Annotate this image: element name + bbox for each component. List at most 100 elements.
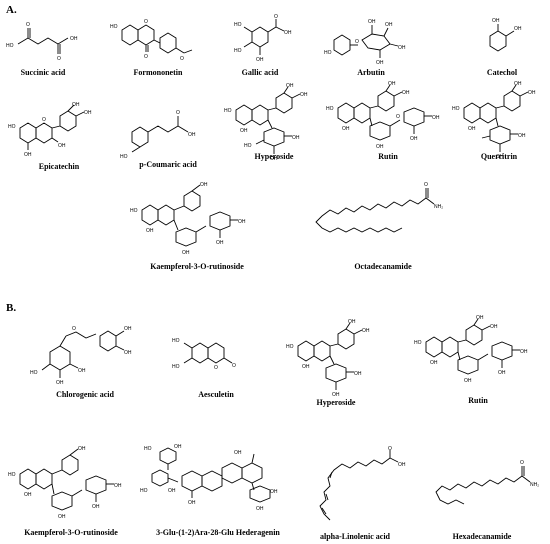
atom-label-o: O — [57, 56, 61, 62]
atom-label-oh: OH — [78, 446, 86, 452]
atom-label-oh: OH — [528, 90, 536, 96]
atom-label-o: O — [26, 22, 30, 28]
atom-label-oh: OH — [410, 136, 418, 142]
hyperoside-structure: HO OH OH OH OH OH — [286, 319, 370, 398]
atom-label-oh: OH — [520, 349, 528, 355]
atom-label-oh: OH — [188, 132, 196, 138]
atom-label-oh: OH — [354, 371, 362, 377]
compound-name: Octadecanamide — [354, 262, 412, 271]
atom-label-ho: HO — [234, 48, 242, 54]
atom-label-oh: OH — [468, 126, 476, 132]
atom-label-o: O — [388, 446, 392, 452]
compound-succinic-acid: HO OH O O Succinic acid — [4, 16, 82, 78]
atom-label-nh2: NH₂ — [434, 204, 443, 210]
succinic-acid-structure: HO OH O O — [6, 22, 78, 62]
compound-name: Rutin — [378, 152, 398, 161]
kaempferol-3-o-rutinoside-structure: HO OH OH OH OH OH — [130, 182, 246, 256]
compound-name: p-Coumaric acid — [139, 160, 197, 169]
atom-label-ho: HO — [286, 344, 294, 350]
atom-label-oh: OH — [174, 444, 182, 450]
compound-rutin: HO OH OH OH OH OH OH Rutin — [414, 315, 542, 410]
kaempferol-3-o-rutinoside-structure: HO OH OH OH OH OH — [8, 446, 122, 520]
atom-label-oh: OH — [182, 250, 190, 256]
atom-label-oh: OH — [398, 462, 406, 468]
atom-label-o: O — [396, 114, 400, 120]
compound-octadecanamide: O NH₂ Octadecanamide — [308, 176, 458, 276]
hyperoside-structure: HO OH OH OH OH OH HO — [224, 83, 308, 162]
atom-label-o: O — [214, 365, 218, 371]
atom-label-oh: OH — [200, 182, 208, 188]
compound-rutin: HO OH OH OH OH OH OH O Rutin — [326, 81, 450, 170]
atom-label-ho: HO — [8, 472, 16, 478]
compound-name: Formononetin — [133, 68, 183, 77]
atom-label-o: O — [144, 54, 148, 60]
atom-label-oh: OH — [342, 126, 350, 132]
atom-label-ho: HO — [234, 22, 242, 28]
compound-name: Succinic acid — [20, 68, 66, 77]
atom-label-ho: HO — [6, 43, 14, 49]
compound-hyperoside: HO OH OH OH OH OH HO Hyperoside — [224, 83, 324, 170]
atom-label-oh: OH — [492, 18, 500, 24]
compound-name: Aesculetin — [198, 390, 234, 399]
atom-label-ho: HO — [326, 106, 334, 112]
atom-label-oh: OH — [216, 240, 224, 246]
compound-name: Kaempferol-3-O-rutinoside — [150, 262, 244, 271]
atom-label-oh: OH — [114, 483, 122, 489]
quercitrin-structure: HO OH OH OH OH OH — [452, 81, 536, 160]
atom-label-o: O — [42, 117, 46, 123]
atom-label-oh: OH — [286, 83, 294, 89]
alpha-linolenic-acid-structure: OH O — [319, 446, 406, 521]
atom-label-oh: OH — [402, 90, 410, 96]
compound-name: Chlorogenic acid — [56, 390, 114, 399]
atom-label-oh: OH — [518, 133, 526, 139]
atom-label-oh: OH — [240, 128, 248, 134]
atom-label-o: O — [72, 326, 76, 332]
compound-name: alpha-Linolenic acid — [319, 532, 390, 541]
atom-label-oh: OH — [464, 378, 472, 384]
atom-label-oh: OH — [300, 92, 308, 98]
compound-name: Gallic acid — [241, 68, 279, 77]
p-coumaric-acid-structure: HO O OH — [120, 110, 196, 160]
compound-gallic-acid: HO HO OH O OH Gallic acid — [222, 14, 298, 78]
atom-label-oh: OH — [168, 488, 176, 494]
atom-label-oh: OH — [284, 30, 292, 36]
compound-formononetin: HO O O O Formononetin — [108, 12, 208, 78]
atom-label-oh: OH — [430, 360, 438, 366]
atom-label-ho: HO — [144, 446, 152, 452]
compound-name: Rutin — [468, 396, 488, 405]
atom-label-oh: OH — [24, 492, 32, 498]
compound-hederagenin-glycoside: OH HO HO OH OH OH OH OH 3-Glu-(1-2)Ara-2… — [138, 440, 298, 540]
atom-label-oh: OH — [292, 135, 300, 141]
atom-label-oh: OH — [432, 115, 440, 121]
atom-label-oh: OH — [302, 364, 310, 370]
compound-epicatechin: HO O OH OH OH OH Epicatechin — [4, 100, 114, 171]
compound-catechol: OH OH Catechol — [464, 14, 540, 78]
atom-label-oh: OH — [234, 450, 242, 456]
atom-label-ho: HO — [140, 488, 148, 494]
atom-label-oh: OH — [58, 514, 66, 520]
aesculetin-structure: HO HO O O — [172, 338, 236, 371]
atom-label-oh: OH — [256, 506, 264, 512]
hexadecanamide-structure: O NH₂ — [435, 460, 539, 505]
hederagenin-glycoside-structure: OH HO HO OH OH OH OH OH — [140, 444, 278, 512]
atom-label-oh: OH — [70, 36, 78, 42]
atom-label-ho: HO — [224, 108, 232, 114]
arbutin-structure: HO O OH OH OH OH — [324, 19, 406, 66]
atom-label-oh: OH — [78, 368, 86, 374]
atom-label-oh: OH — [348, 319, 356, 325]
atom-label-oh: OH — [188, 500, 196, 506]
compound-hyperoside: HO OH OH OH OH OH Hyperoside — [286, 319, 386, 410]
compound-quercitrin: HO OH OH OH OH OH Quercitrin — [452, 81, 546, 170]
atom-label-oh: OH — [84, 110, 92, 116]
rutin-structure: HO OH OH OH OH OH OH O — [326, 81, 440, 150]
atom-label-oh: OH — [92, 504, 100, 510]
atom-label-o: O — [176, 110, 180, 116]
compound-kaempferol-3-o-rutinoside: HO OH OH OH OH OH Kaempferol-3-O-rutinos… — [124, 180, 270, 276]
atom-label-oh: OH — [368, 19, 376, 25]
atom-label-oh: OH — [514, 81, 522, 87]
atom-label-oh: OH — [58, 143, 66, 149]
atom-label-o: O — [424, 182, 428, 188]
catechol-structure: OH OH — [489, 18, 522, 52]
atom-label-ho: HO — [452, 106, 460, 112]
atom-label-ho: HO — [110, 24, 118, 30]
